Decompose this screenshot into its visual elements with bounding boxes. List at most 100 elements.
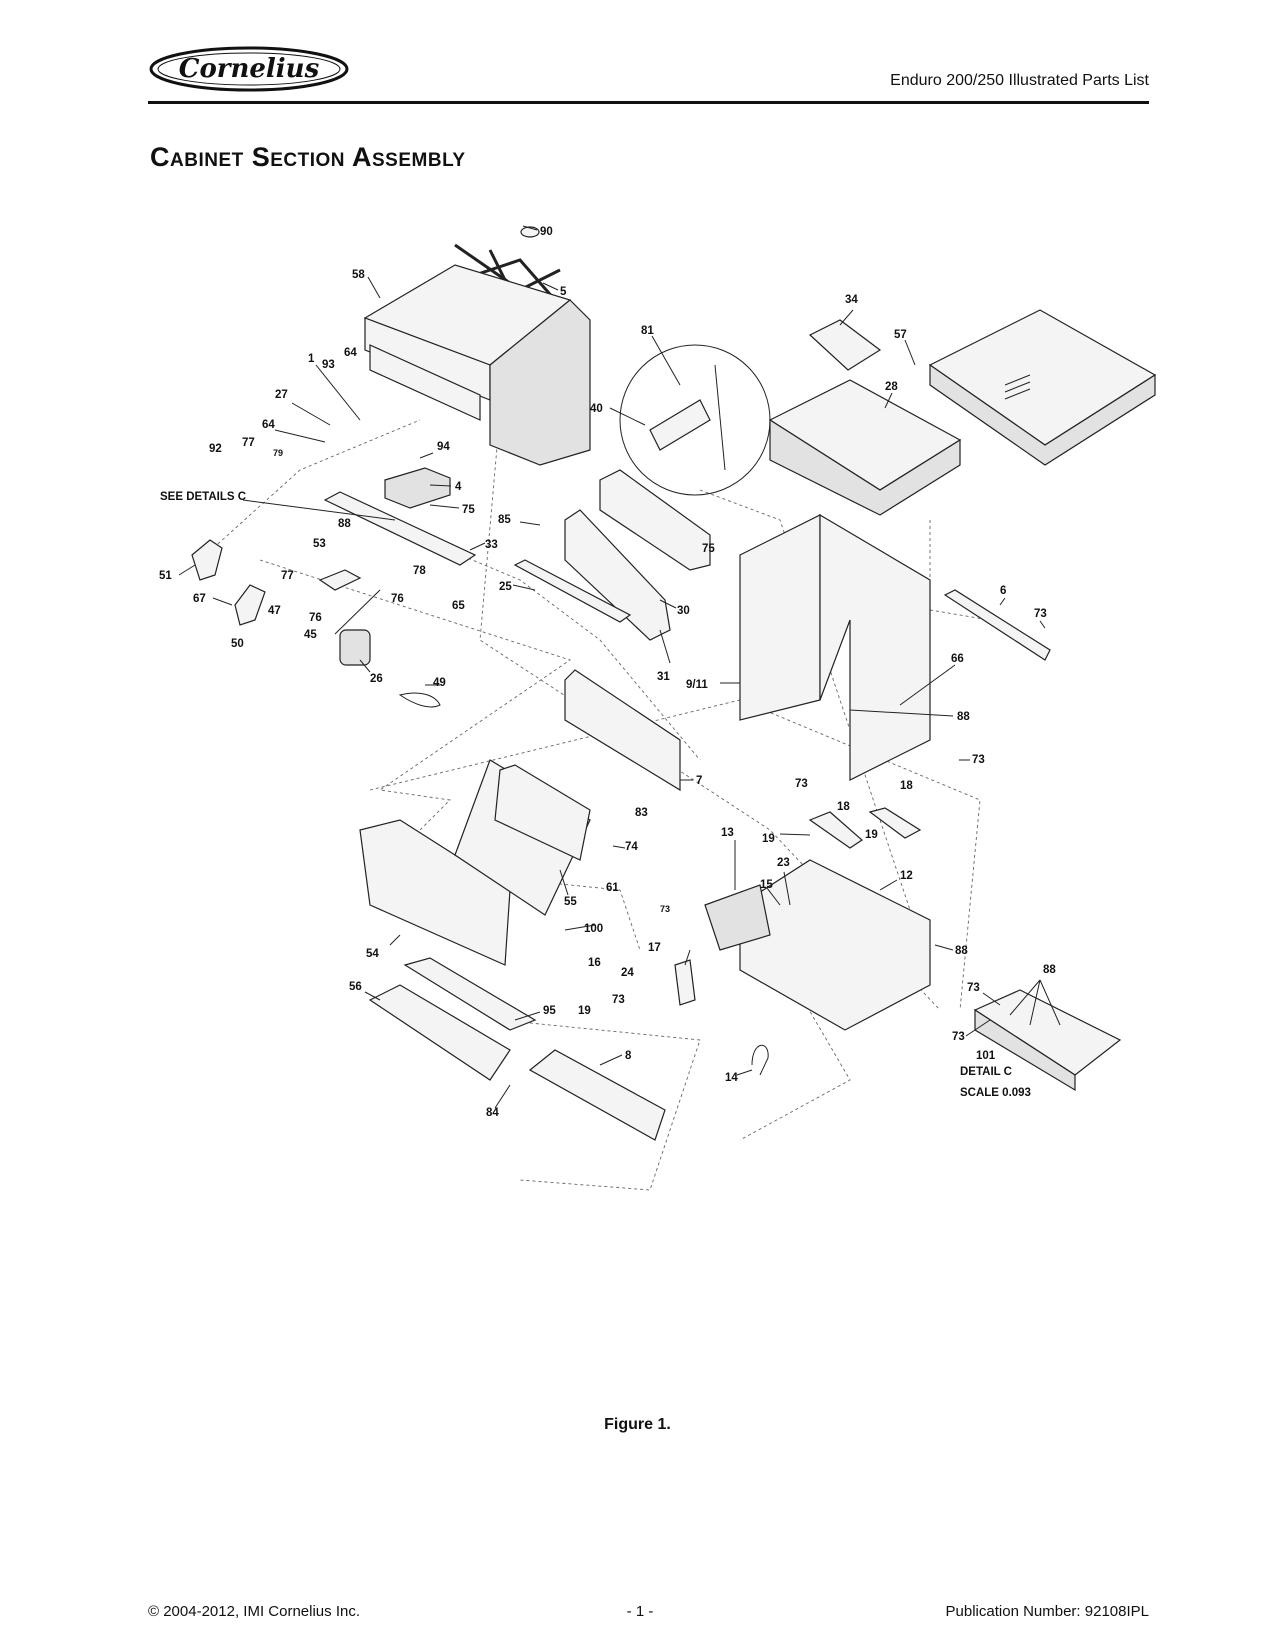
callout-73-relays: 73 xyxy=(660,904,670,914)
callout-74: 74 xyxy=(625,841,638,853)
part-17-bracket xyxy=(674,959,696,1006)
callout-73-cabinet: 73 xyxy=(972,754,985,766)
part-28-top-panel-side xyxy=(769,418,961,516)
part-95-grate xyxy=(403,957,537,1031)
part-9-11-cabinet-back xyxy=(819,513,931,781)
callout-81: 81 xyxy=(641,325,654,337)
callout-85: 85 xyxy=(498,514,511,526)
part-56-drip-tray xyxy=(368,984,511,1081)
callout-76-left: 76 xyxy=(309,612,322,624)
part-85-bracket xyxy=(564,509,671,641)
callout-73-bracket: 73 xyxy=(795,778,808,790)
callout-9-11: 9/11 xyxy=(686,679,708,691)
callout-19-right: 19 xyxy=(865,829,878,841)
callout-88-upper: 88 xyxy=(338,518,351,530)
callout-49: 49 xyxy=(433,677,446,689)
callout-17: 17 xyxy=(648,942,661,954)
part-57-lid-side xyxy=(929,363,1156,466)
see-details-c: SEE DETAILS C xyxy=(160,491,246,503)
callout-6: 6 xyxy=(1000,585,1006,597)
callout-34: 34 xyxy=(845,294,858,306)
callout-73-detail-upper: 73 xyxy=(967,982,980,994)
callout-18-left: 18 xyxy=(837,801,850,813)
part-57-lid xyxy=(928,309,1157,446)
callout-19-pan: 19 xyxy=(578,1005,591,1017)
footer-publication-number: Publication Number: 92108IPL xyxy=(945,1603,1149,1620)
part-6-strip xyxy=(943,589,1051,661)
callout-92: 92 xyxy=(209,443,222,455)
footer-page-number: - 1 - xyxy=(626,1603,654,1620)
callout-61: 61 xyxy=(606,882,619,894)
callout-47: 47 xyxy=(268,605,281,617)
logo-wordmark: Cornelius xyxy=(179,54,320,84)
callout-66: 66 xyxy=(951,653,964,665)
part-53-bracket xyxy=(318,569,362,591)
callout-83: 83 xyxy=(635,807,648,819)
detail-c-drawing-side xyxy=(974,1008,1076,1092)
callout-27: 27 xyxy=(275,389,288,401)
callout-25: 25 xyxy=(499,581,512,593)
callout-13: 13 xyxy=(721,827,734,839)
callout-75-right: 75 xyxy=(702,543,715,555)
callout-67: 67 xyxy=(193,593,206,605)
part-7-front-panel xyxy=(564,669,681,792)
callout-30: 30 xyxy=(677,605,690,617)
callout-55: 55 xyxy=(564,896,577,908)
callout-labels: 90 58 5 34 81 57 1 93 64 28 27 40 64 94 … xyxy=(159,226,1056,1119)
part-13-relays xyxy=(704,884,771,951)
part-8-drain-pan xyxy=(528,1049,666,1141)
document-title: Enduro 200/250 Illustrated Parts List xyxy=(890,72,1149,89)
callout-16: 16 xyxy=(588,957,601,969)
part-50-chute xyxy=(234,584,266,626)
callout-54: 54 xyxy=(366,948,379,960)
callout-12: 12 xyxy=(900,870,913,882)
callout-94: 94 xyxy=(437,441,450,453)
callout-95: 95 xyxy=(543,1005,556,1017)
footer-copyright: © 2004-2012, IMI Cornelius Inc. xyxy=(148,1603,360,1620)
callout-64-lower: 64 xyxy=(262,419,275,431)
part-100-panel xyxy=(494,764,591,861)
callout-15: 15 xyxy=(760,879,773,891)
callout-4: 4 xyxy=(455,481,462,493)
part-34-cover xyxy=(808,319,882,371)
part-33-rail xyxy=(323,491,477,566)
callout-31: 31 xyxy=(657,671,670,683)
part-9-11-cabinet-left xyxy=(739,514,821,721)
callout-78: 78 xyxy=(413,565,426,577)
figure-caption: Figure 1. xyxy=(604,1416,671,1433)
callout-26: 26 xyxy=(370,673,383,685)
section-title: Cabinet Section Assembly xyxy=(150,142,466,172)
detail-c-scale: SCALE 0.093 xyxy=(960,1087,1031,1099)
header-rule xyxy=(148,101,1149,104)
part-25-rod xyxy=(513,559,632,623)
callout-100: 100 xyxy=(584,923,603,935)
callout-76-right: 76 xyxy=(391,593,404,605)
callout-14: 14 xyxy=(725,1072,738,1084)
callout-65: 65 xyxy=(452,600,465,612)
callout-33: 33 xyxy=(485,539,498,551)
callout-18-right: 18 xyxy=(900,780,913,792)
callout-5: 5 xyxy=(560,286,567,298)
part-81-rail xyxy=(714,364,726,471)
detail-c-title: DETAIL C xyxy=(960,1066,1012,1078)
callout-45: 45 xyxy=(304,629,317,641)
callout-93: 93 xyxy=(322,359,335,371)
callout-19-left: 19 xyxy=(762,833,775,845)
part-55-panel xyxy=(454,759,591,916)
callout-40: 40 xyxy=(590,403,603,415)
callout-8: 8 xyxy=(625,1050,632,1062)
callout-57: 57 xyxy=(894,329,907,341)
part-49-belt xyxy=(398,692,441,708)
callout-88-detail: 88 xyxy=(1043,964,1056,976)
callout-90: 90 xyxy=(540,226,553,238)
part-40-bracket xyxy=(649,399,711,451)
part-57-handle xyxy=(1004,374,1031,400)
callout-50: 50 xyxy=(231,638,244,650)
callout-84: 84 xyxy=(486,1107,499,1119)
callout-79: 79 xyxy=(273,448,283,458)
detail-circle xyxy=(619,344,771,496)
part-51-chute xyxy=(191,539,223,581)
part-54-door-frame xyxy=(359,819,511,966)
part-14-hook xyxy=(751,1044,769,1076)
